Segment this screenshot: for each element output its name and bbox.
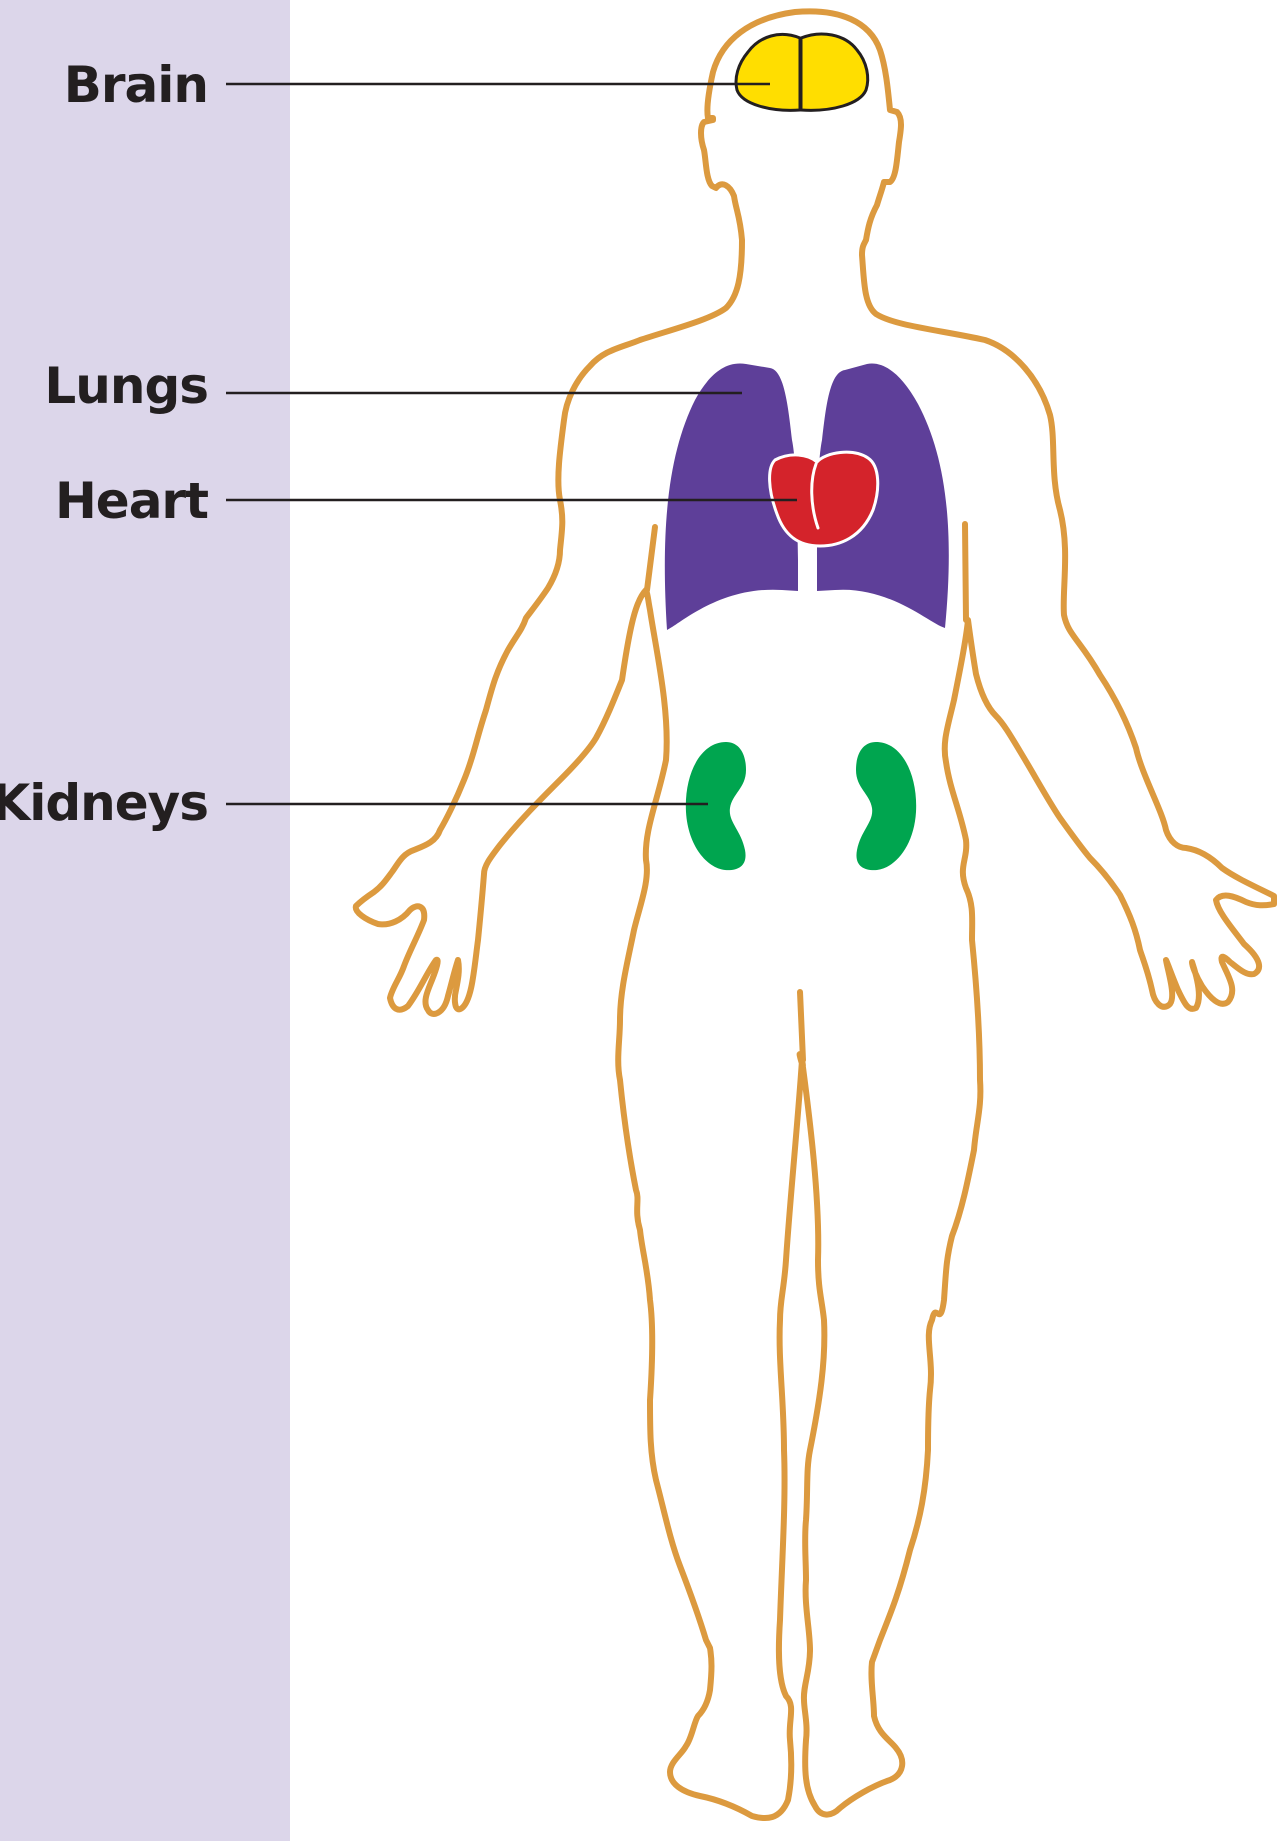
brain-right-hemisphere (801, 34, 868, 110)
body-outline-path (356, 11, 1274, 1818)
brain-left-hemisphere (736, 34, 800, 110)
sidebar-band (0, 0, 290, 1841)
label-lungs: Lungs (44, 357, 208, 415)
right-kidney (856, 742, 916, 870)
right-inner-arm-line (965, 524, 966, 620)
label-brain: Brain (64, 56, 208, 114)
label-heart: Heart (55, 472, 208, 530)
body-outline (356, 11, 1274, 1818)
left-inner-arm-line (647, 527, 655, 590)
brain (736, 34, 868, 110)
label-kidneys: Kidneys (0, 774, 208, 832)
kidneys (686, 742, 916, 870)
inner-leg-line (800, 992, 803, 1060)
left-kidney (686, 742, 746, 870)
